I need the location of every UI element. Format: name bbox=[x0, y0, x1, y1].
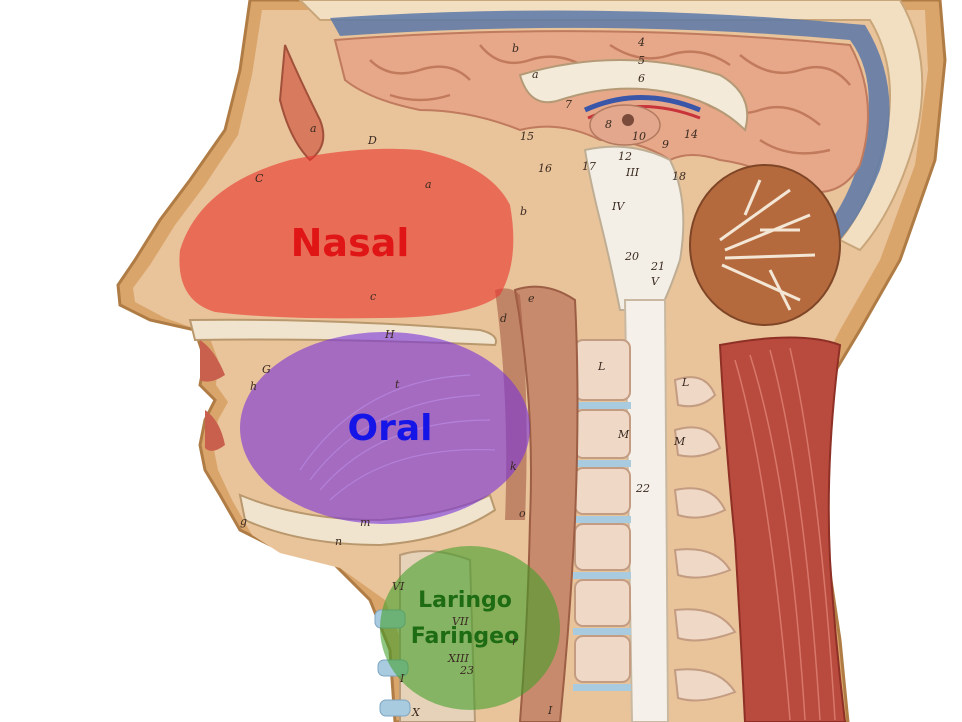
nasal-bone bbox=[278, 44, 325, 162]
marker: k bbox=[510, 460, 517, 473]
marker: VI bbox=[392, 580, 405, 593]
marker: VII bbox=[452, 615, 469, 628]
marker: M bbox=[617, 428, 630, 441]
marker: 9 bbox=[662, 138, 669, 151]
marker: r bbox=[512, 635, 518, 648]
marker: I bbox=[547, 704, 553, 717]
marker: 8 bbox=[605, 118, 612, 131]
laryngo-label-line2: Faringeo bbox=[411, 624, 519, 649]
marker: b bbox=[512, 42, 519, 55]
marker: a bbox=[310, 122, 317, 135]
cerebellum bbox=[689, 164, 841, 326]
vertebrae bbox=[573, 339, 631, 691]
marker: 22 bbox=[635, 482, 650, 495]
marker: b bbox=[520, 205, 527, 218]
marker: g bbox=[240, 515, 247, 528]
marker: a bbox=[425, 178, 432, 191]
tongue-fibers bbox=[299, 374, 496, 501]
marker: 16 bbox=[538, 162, 552, 175]
marker: 17 bbox=[582, 160, 596, 173]
marker: 7 bbox=[565, 98, 572, 111]
marker: 6 bbox=[638, 72, 645, 85]
marker: 4 bbox=[637, 36, 645, 49]
fornix bbox=[583, 95, 701, 113]
marker: V bbox=[651, 275, 660, 288]
neck-muscle bbox=[718, 336, 847, 722]
brainstem bbox=[583, 145, 685, 311]
marker: h bbox=[250, 380, 257, 393]
marker: o bbox=[519, 507, 526, 520]
marker: 23 bbox=[459, 664, 474, 677]
marker: III bbox=[625, 166, 640, 179]
lower-lip bbox=[205, 410, 225, 451]
upper-lip bbox=[200, 340, 225, 382]
marker: IV bbox=[611, 200, 625, 213]
marker: 20 bbox=[624, 250, 639, 263]
arbor-vitae bbox=[719, 179, 816, 311]
marker: 10 bbox=[632, 130, 646, 143]
marker: 18 bbox=[672, 170, 686, 183]
gyri-lines bbox=[369, 43, 851, 155]
marker: XIII bbox=[447, 652, 470, 665]
marker: L bbox=[597, 360, 605, 373]
nasal-region bbox=[179, 148, 514, 319]
marker: M bbox=[673, 435, 686, 448]
marker: H bbox=[384, 328, 395, 341]
marker: c bbox=[370, 290, 376, 303]
skull-bone bbox=[298, 0, 924, 252]
marker: e bbox=[528, 292, 535, 305]
spinal-cord bbox=[623, 299, 670, 722]
marker: G bbox=[262, 363, 271, 376]
marker: 14 bbox=[684, 128, 698, 141]
marker: n bbox=[335, 535, 342, 548]
laryngo-label-line1: Laringo bbox=[418, 588, 512, 613]
anatomical-markers: a D a b c C G H h t g m n d e k o 4 5 6 … bbox=[240, 36, 698, 719]
muscle-fibers bbox=[734, 347, 836, 721]
marker: 12 bbox=[618, 150, 632, 163]
spinous-processes bbox=[673, 376, 737, 702]
marker: m bbox=[360, 516, 370, 529]
laryngo-region bbox=[380, 546, 560, 710]
marker: I bbox=[399, 672, 405, 685]
marker: 5 bbox=[638, 54, 645, 67]
corpus-callosum bbox=[518, 59, 749, 132]
marker: L bbox=[681, 376, 689, 389]
marker: d bbox=[500, 312, 507, 325]
adhesio bbox=[622, 114, 634, 126]
oral-label: Oral bbox=[348, 408, 433, 449]
marker: 21 bbox=[650, 260, 665, 273]
marker: a bbox=[532, 68, 539, 81]
marker: t bbox=[395, 378, 400, 391]
nasal-label: Nasal bbox=[291, 221, 410, 265]
marker: C bbox=[255, 172, 264, 185]
marker: 15 bbox=[520, 130, 534, 143]
marker: X bbox=[411, 706, 421, 719]
marker: D bbox=[367, 134, 377, 147]
